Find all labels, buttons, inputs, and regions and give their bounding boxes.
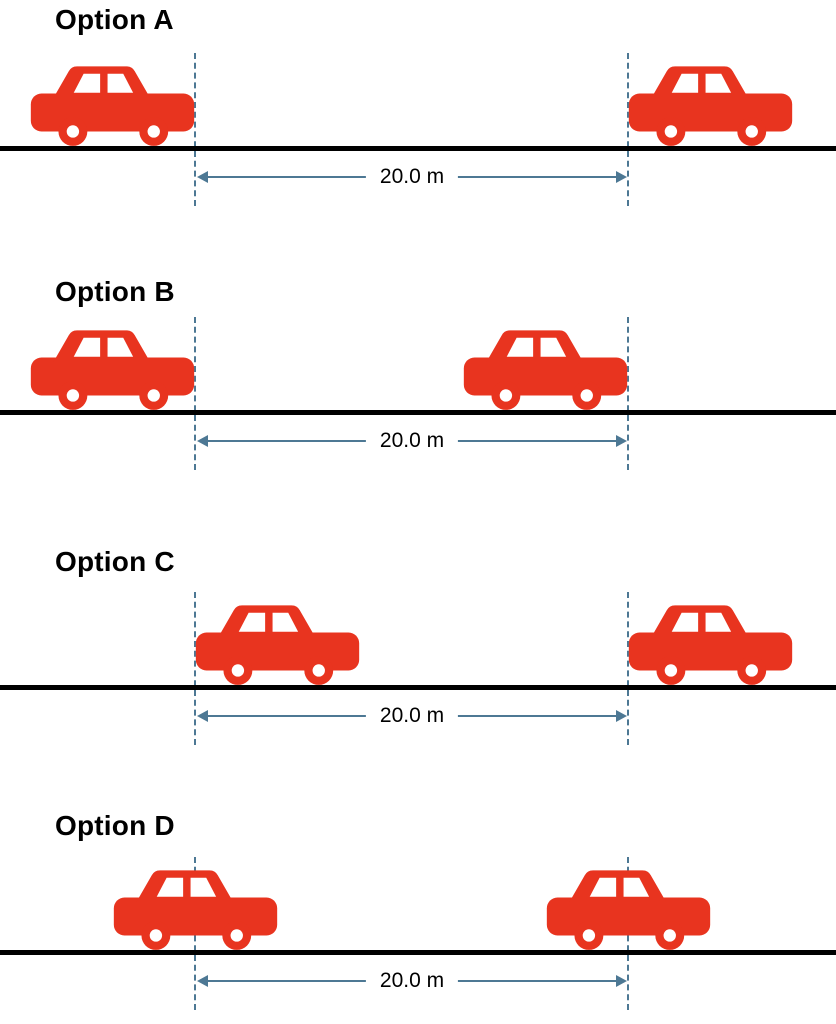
- arrowhead-right-icon: [616, 975, 627, 987]
- dashed-reference-line-right: [627, 53, 629, 206]
- arrowhead-left-icon: [197, 171, 208, 183]
- arrowhead-left-icon: [197, 975, 208, 987]
- arrowhead-right-icon: [616, 435, 627, 447]
- road-line: [0, 410, 836, 415]
- option-title: Option D: [55, 810, 175, 841]
- car-icon-left: [30, 326, 195, 413]
- road-line: [0, 950, 836, 955]
- option-a-diagram: Option A 20.0 m: [0, 0, 836, 256]
- option-d-diagram: Option D 20.0 m: [0, 768, 836, 1024]
- distance-label: 20.0 m: [365, 427, 459, 455]
- distance-label: 20.0 m: [365, 702, 459, 730]
- arrowhead-left-icon: [197, 435, 208, 447]
- dashed-reference-line-left: [194, 592, 196, 745]
- option-title: Option C: [55, 546, 175, 577]
- distance-label: 20.0 m: [365, 967, 459, 995]
- dashed-reference-line-left: [194, 53, 196, 206]
- car-icon-left: [113, 866, 278, 953]
- car-icon-left: [195, 601, 360, 688]
- car-icon-right: [628, 62, 793, 149]
- option-c-diagram: Option C 20.0 m: [0, 512, 836, 768]
- road-line: [0, 685, 836, 690]
- option-b-diagram: Option B 20.0 m: [0, 256, 836, 512]
- car-icon-right: [463, 326, 628, 413]
- arrowhead-right-icon: [616, 710, 627, 722]
- road-line: [0, 146, 836, 151]
- dashed-reference-line-left: [194, 317, 196, 470]
- arrowhead-right-icon: [616, 171, 627, 183]
- car-icon-right: [546, 866, 711, 953]
- car-icon-right: [628, 601, 793, 688]
- arrowhead-left-icon: [197, 710, 208, 722]
- car-icon-left: [30, 62, 195, 149]
- option-title: Option B: [55, 276, 175, 307]
- distance-label: 20.0 m: [365, 163, 459, 191]
- dashed-reference-line-right: [627, 592, 629, 745]
- option-title: Option A: [55, 4, 174, 35]
- dashed-reference-line-right: [627, 317, 629, 470]
